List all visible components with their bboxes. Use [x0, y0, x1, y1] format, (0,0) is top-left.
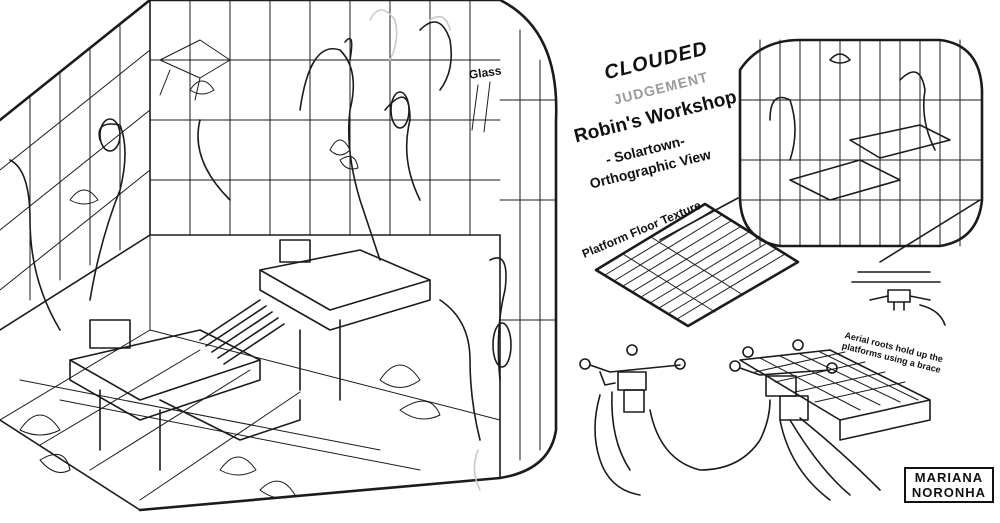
- aerial-roots: [9, 21, 512, 441]
- orthographic-thumbnail: [738, 38, 984, 248]
- signature-line1: MARIANA: [914, 470, 984, 485]
- platform-floor-texture-swatch: [594, 202, 800, 328]
- greenhouse-enclosure: [0, 0, 558, 512]
- aerial-roots-study: [579, 339, 931, 501]
- foliage: [19, 39, 441, 499]
- workshop-platforms: [69, 239, 431, 471]
- ghost-roots: [369, 9, 481, 491]
- signature-line2: NORONHA: [911, 485, 987, 500]
- artist-signature: MARIANA NORONHA: [904, 467, 994, 503]
- greenhouse-floor: [0, 234, 501, 501]
- brace-detail: [869, 289, 946, 326]
